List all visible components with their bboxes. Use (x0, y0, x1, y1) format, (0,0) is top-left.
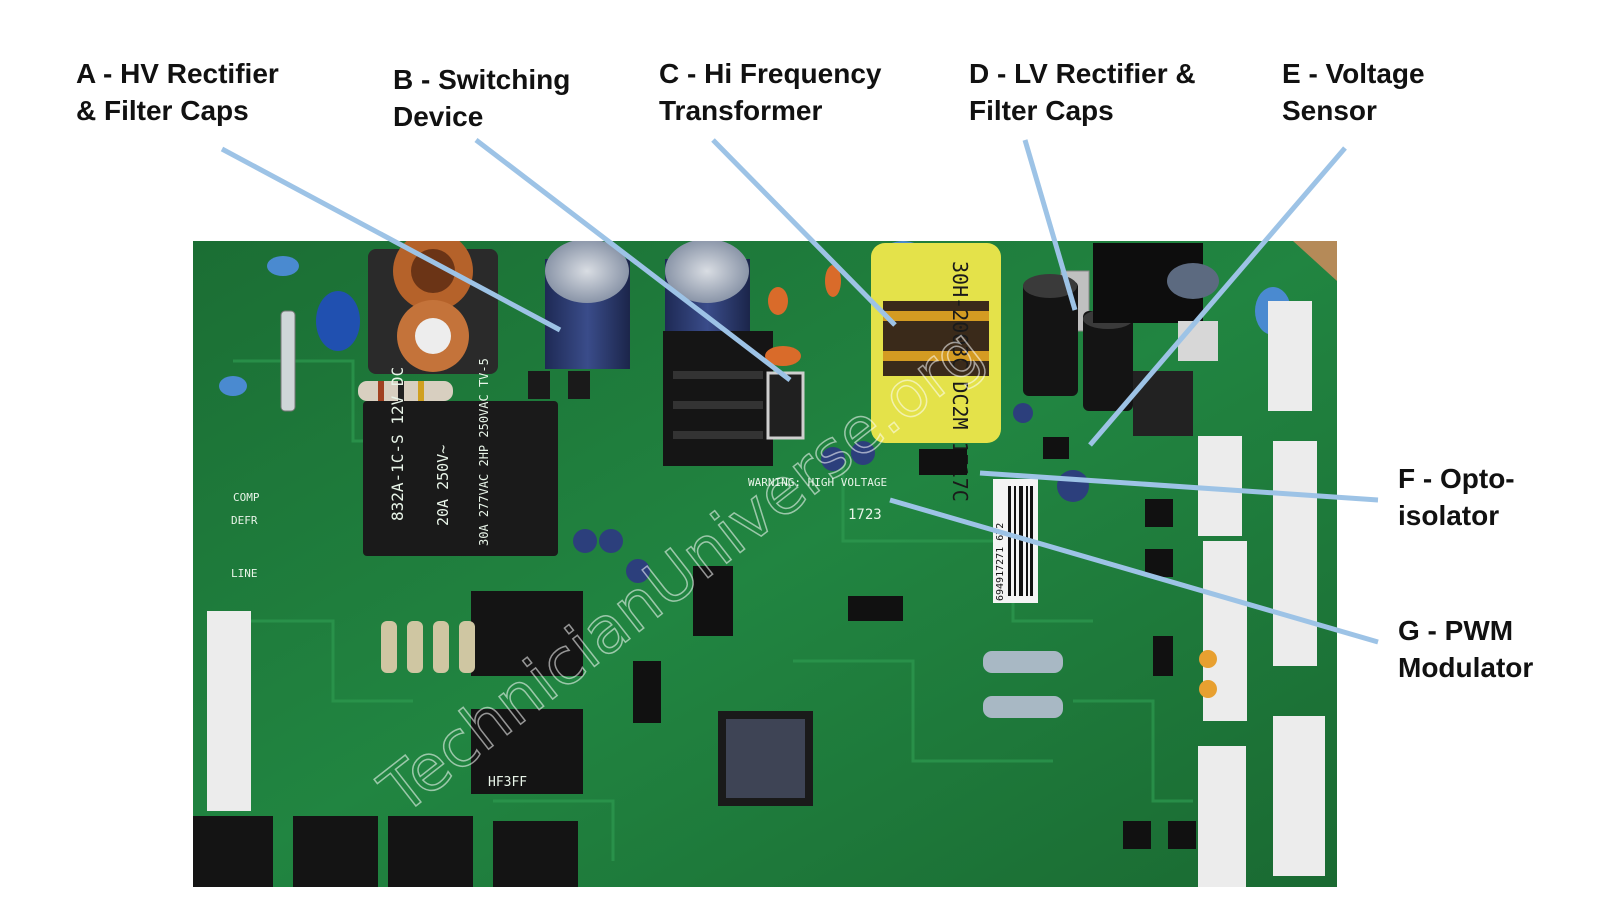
label-e-voltage-sensor: E - Voltage Sensor (1282, 58, 1425, 126)
label-a-hv-rectifier: A - HV Rectifier & Filter Caps (76, 58, 279, 126)
relay-rating-text: 20A 250V~ (434, 445, 452, 526)
defr-label: DEFR (231, 514, 258, 527)
relay-text: 832A-1C-S 12V DC (388, 367, 407, 521)
line-label: LINE (231, 567, 258, 580)
small-relay-text: HF3FF (488, 775, 527, 790)
date-code: 1723 (848, 507, 882, 523)
label-b-switching-device: B - Switching Device (393, 64, 571, 132)
label-c-hi-frequency-transformer: C - Hi Frequency Transformer (659, 58, 882, 126)
barcode-number: 694917271 672 (995, 523, 1006, 601)
warning-text: WARNING: HIGH VOLTAGE (748, 476, 887, 489)
comp-label: COMP (233, 491, 260, 504)
pcb-photo: 832A-1C-S 12V DC 20A 250V~ 30A 277VAC 2H… (193, 241, 1337, 887)
label-f-opto-isolator: F - Opto- isolator (1398, 463, 1515, 531)
relay-rating2-text: 30A 277VAC 2HP 250VAC TV-5 (477, 358, 491, 546)
label-g-pwm-modulator: G - PWM Modulator (1398, 615, 1534, 683)
label-d-lv-rectifier: D - LV Rectifier & Filter Caps (969, 58, 1196, 126)
